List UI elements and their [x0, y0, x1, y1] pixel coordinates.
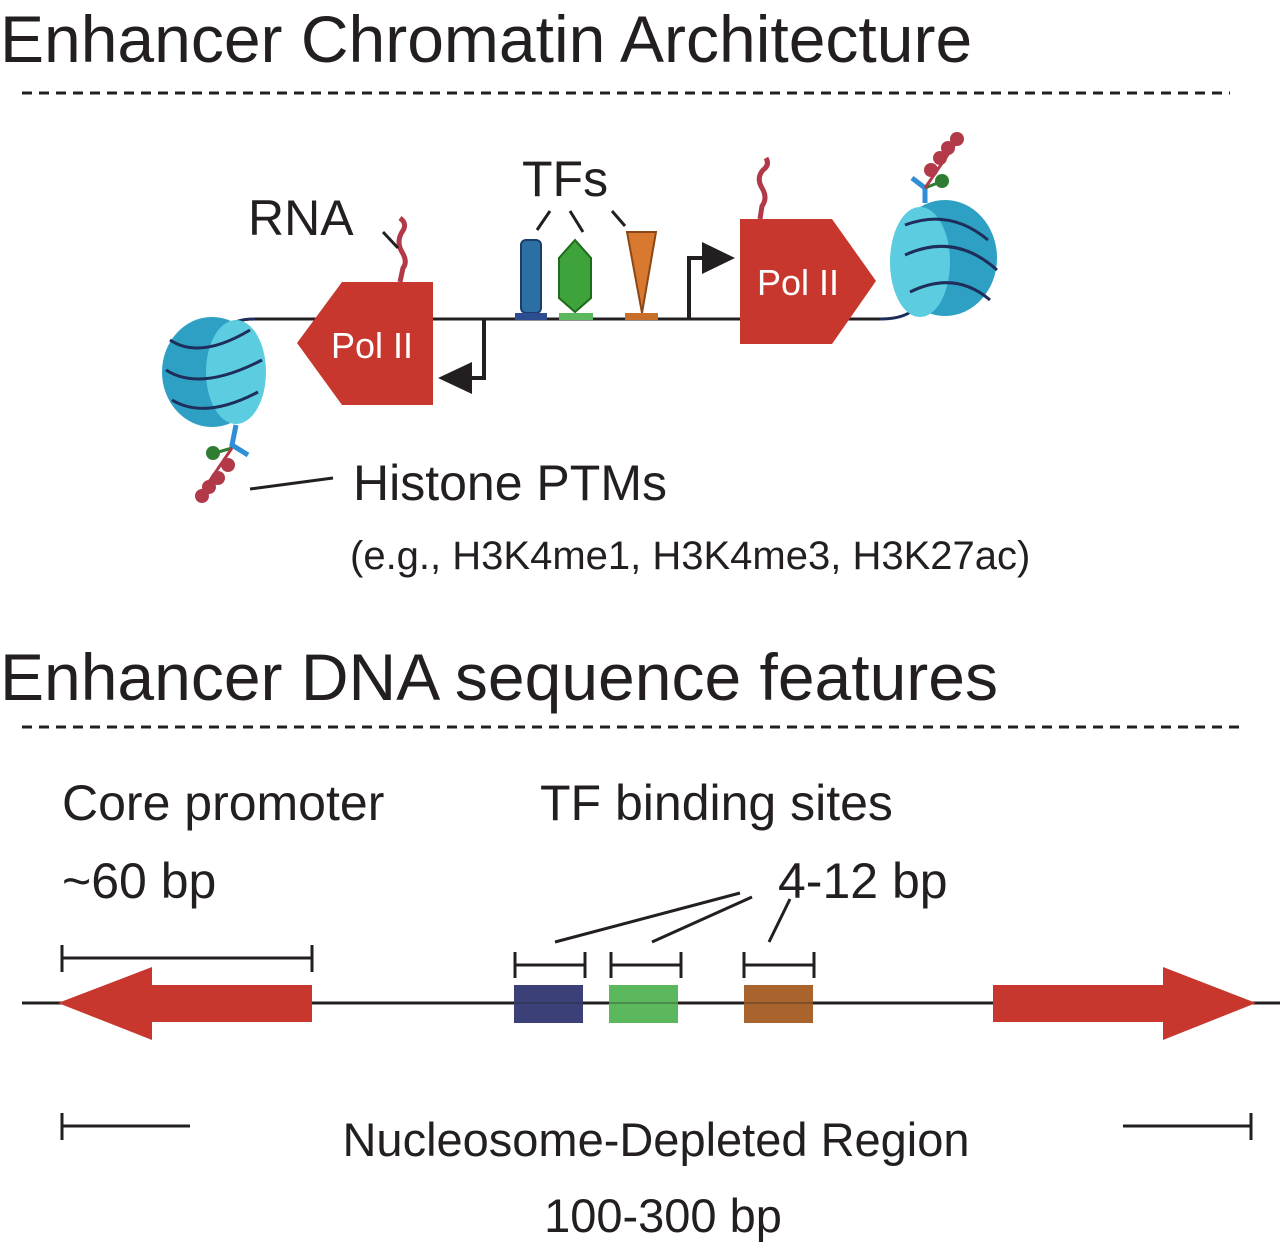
ndr-size: 100-300 bp — [544, 1189, 782, 1242]
promoter-right-arrow-icon — [993, 967, 1256, 1040]
tf-blue-icon — [515, 239, 547, 320]
histone-label: Histone PTMs — [353, 455, 667, 511]
section2-title: Enhancer DNA sequence features — [0, 640, 998, 714]
tf-site-2 — [609, 985, 678, 1023]
core-promoter-size: ~60 bp — [62, 853, 216, 909]
core-promoter-label: Core promoter — [62, 775, 384, 831]
rna-label: RNA — [248, 190, 354, 246]
tfs-leader-lines — [535, 210, 627, 233]
ndr-label: Nucleosome-Depleted Region — [342, 1113, 969, 1166]
tss-right-arrow-icon — [687, 242, 735, 319]
tf-orange-icon — [625, 231, 658, 320]
pol2-left-label: Pol II — [331, 325, 413, 366]
tf-site-1 — [514, 985, 583, 1023]
promoter-left-arrow-icon — [58, 967, 312, 1040]
section1-title: Enhancer Chromatin Architecture — [0, 2, 972, 76]
tf-sites-size: 4-12 bp — [778, 853, 948, 909]
tf-site-3 — [744, 985, 813, 1023]
tf-site-leader-lines — [554, 891, 792, 944]
histone-examples: (e.g., H3K4me1, H3K4me3, H3K27ac) — [350, 534, 1030, 578]
pol2-left: Pol II — [297, 216, 433, 405]
tf-green-icon — [558, 238, 593, 320]
ndr-bracket — [60, 1113, 1253, 1140]
tf-sites-label: TF binding sites — [540, 775, 893, 831]
tf-site-brackets — [513, 952, 816, 978]
nucleosome-left-icon — [162, 317, 266, 503]
tss-left-arrow-icon — [438, 319, 486, 394]
histone-leader-line — [249, 476, 334, 491]
core-promoter-bracket — [60, 945, 314, 972]
pol2-right-label: Pol II — [757, 262, 839, 303]
rna-leader-line — [381, 230, 400, 250]
pol2-right: Pol II — [740, 156, 876, 344]
rna-strand-left-icon — [396, 216, 408, 283]
tfs-label: TFs — [522, 151, 608, 207]
nucleosome-right-icon — [890, 132, 999, 317]
rna-strand-right-icon — [756, 156, 770, 220]
